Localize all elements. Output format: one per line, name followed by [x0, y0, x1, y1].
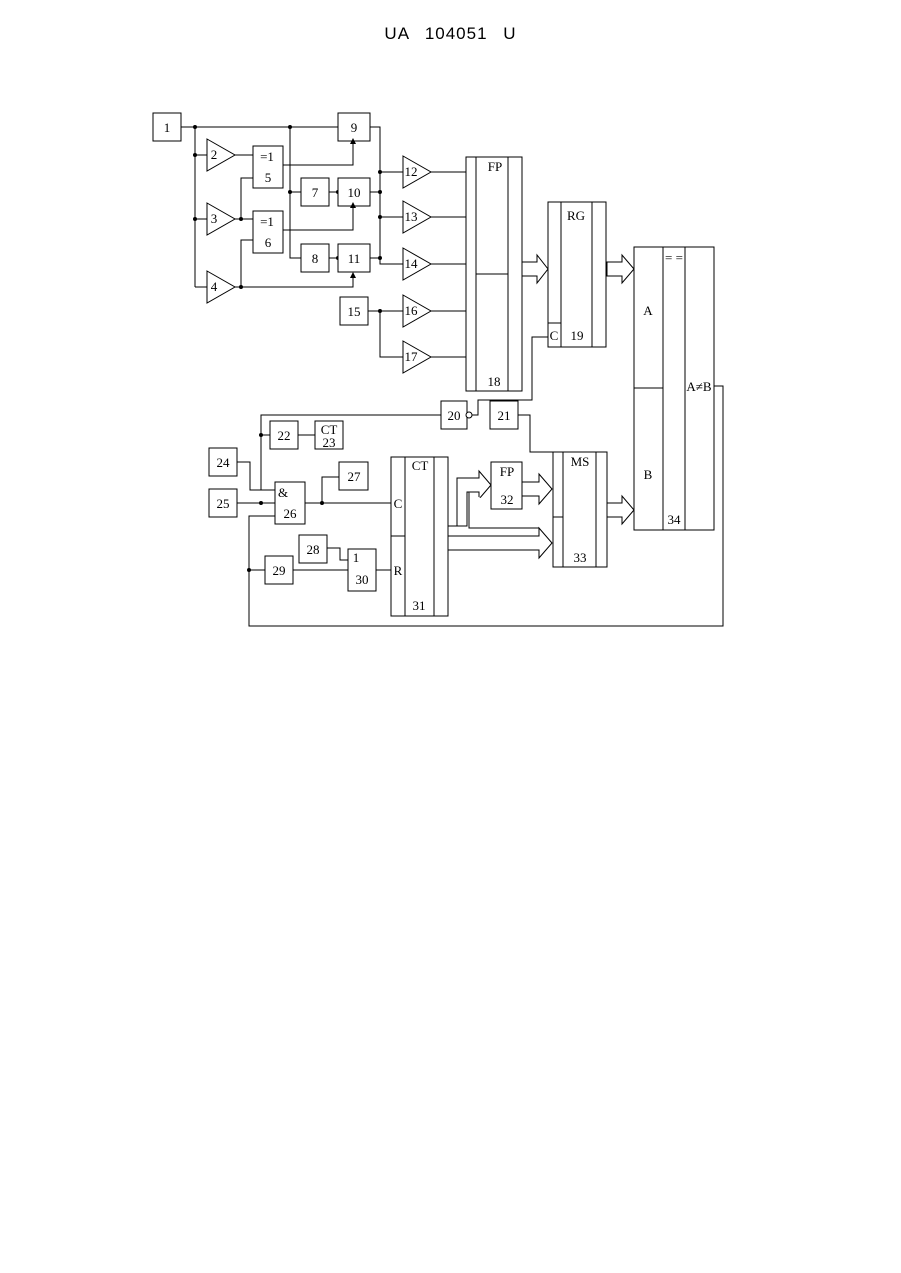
block-15: 15 [340, 297, 368, 325]
block-27-label: 27 [348, 469, 362, 484]
block-15-label: 15 [348, 304, 361, 319]
block-19-type: RG [567, 208, 585, 223]
block-31-type: CT [412, 458, 429, 473]
comparator-2-label: 2 [211, 147, 218, 162]
xor-gate-5-label: 5 [265, 170, 272, 185]
comparator-17-label: 17 [405, 349, 419, 364]
block-10-label: 10 [348, 185, 361, 200]
block-20-label: 20 [448, 408, 461, 423]
block-34-not-equal: A≠B [686, 379, 712, 394]
block-29-label: 29 [273, 563, 286, 578]
block-31-label: 31 [413, 598, 426, 613]
and-gate-26: & 26 [275, 482, 305, 524]
comparator-13: 13 [403, 201, 431, 233]
block-8-label: 8 [312, 251, 319, 266]
block-22-label: 22 [278, 428, 291, 443]
block-31-clock: C [394, 496, 403, 511]
and-gate-26-symbol: & [278, 485, 288, 500]
comparator-14: 14 [403, 248, 431, 280]
xor-gate-5-symbol: =1 [260, 149, 274, 164]
or-gate-30-label: 30 [356, 572, 369, 587]
block-34-comparator: = = A B A≠B 34 [634, 247, 714, 530]
block-1: 1 [153, 113, 181, 141]
comparator-4-label: 4 [211, 279, 218, 294]
block-31-ct: CT C R 31 [391, 457, 448, 616]
block-21-label: 21 [498, 408, 511, 423]
block-33-ms: MS 33 [553, 452, 607, 567]
block-27: 27 [339, 462, 368, 490]
block-33-label: 33 [574, 550, 587, 565]
block-7: 7 [301, 178, 329, 206]
block-21: 21 [490, 401, 518, 429]
comparator-13-label: 13 [405, 209, 418, 224]
or-gate-30: 1 30 [348, 549, 376, 591]
block-25: 25 [209, 489, 237, 517]
block-24: 24 [209, 448, 237, 476]
comparator-14-label: 14 [405, 256, 419, 271]
comparator-2: 2 [207, 139, 235, 171]
block-34-input-b: B [644, 467, 653, 482]
block-32-fp: FP 32 [491, 462, 522, 509]
block-33-type: MS [571, 454, 590, 469]
comparator-12: 12 [403, 156, 431, 188]
comparator-3-label: 3 [211, 211, 218, 226]
block-20: 20 [441, 401, 472, 429]
comparator-17: 17 [403, 341, 431, 373]
block-19-rg: RG C 19 [548, 202, 606, 347]
block-29: 29 [265, 556, 293, 584]
block-32-type: FP [500, 464, 514, 479]
comparator-16: 16 [403, 295, 431, 327]
block-34-symbol: = = [665, 250, 683, 265]
block-18-fp: FP 18 [466, 157, 522, 391]
block-31-reset: R [394, 563, 403, 578]
block-1-label: 1 [164, 120, 171, 135]
block-11-label: 11 [348, 251, 361, 266]
xor-gate-6: =1 6 [253, 211, 283, 253]
block-22: 22 [270, 421, 298, 449]
comparator-3: 3 [207, 203, 235, 235]
block-25-label: 25 [217, 496, 230, 511]
block-23-label: 23 [323, 435, 336, 450]
block-11: 11 [338, 244, 370, 272]
block-34-label: 34 [668, 512, 682, 527]
block-8: 8 [301, 244, 329, 272]
comparator-16-label: 16 [405, 303, 419, 318]
xor-gate-5: =1 5 [253, 146, 283, 188]
comparator-12-label: 12 [405, 164, 418, 179]
xor-gate-6-symbol: =1 [260, 214, 274, 229]
xor-gate-6-label: 6 [265, 235, 272, 250]
block-24-label: 24 [217, 455, 231, 470]
block-9: 9 [338, 113, 370, 141]
block-18-type: FP [488, 159, 502, 174]
and-gate-26-label: 26 [284, 506, 298, 521]
block-19-clock: C [550, 328, 559, 343]
or-gate-30-symbol: 1 [353, 550, 360, 565]
block-18-label: 18 [488, 374, 501, 389]
comparator-4: 4 [207, 271, 235, 303]
block-34-input-a: A [643, 303, 653, 318]
block-10: 10 [338, 178, 370, 206]
block-23-ct: CT 23 [315, 421, 343, 450]
block-28: 28 [299, 535, 327, 563]
block-28-label: 28 [307, 542, 320, 557]
block-9-label: 9 [351, 120, 358, 135]
block-19-label: 19 [571, 328, 584, 343]
block-32-label: 32 [501, 492, 514, 507]
block-7-label: 7 [312, 185, 319, 200]
arrowhead-11 [350, 272, 356, 278]
